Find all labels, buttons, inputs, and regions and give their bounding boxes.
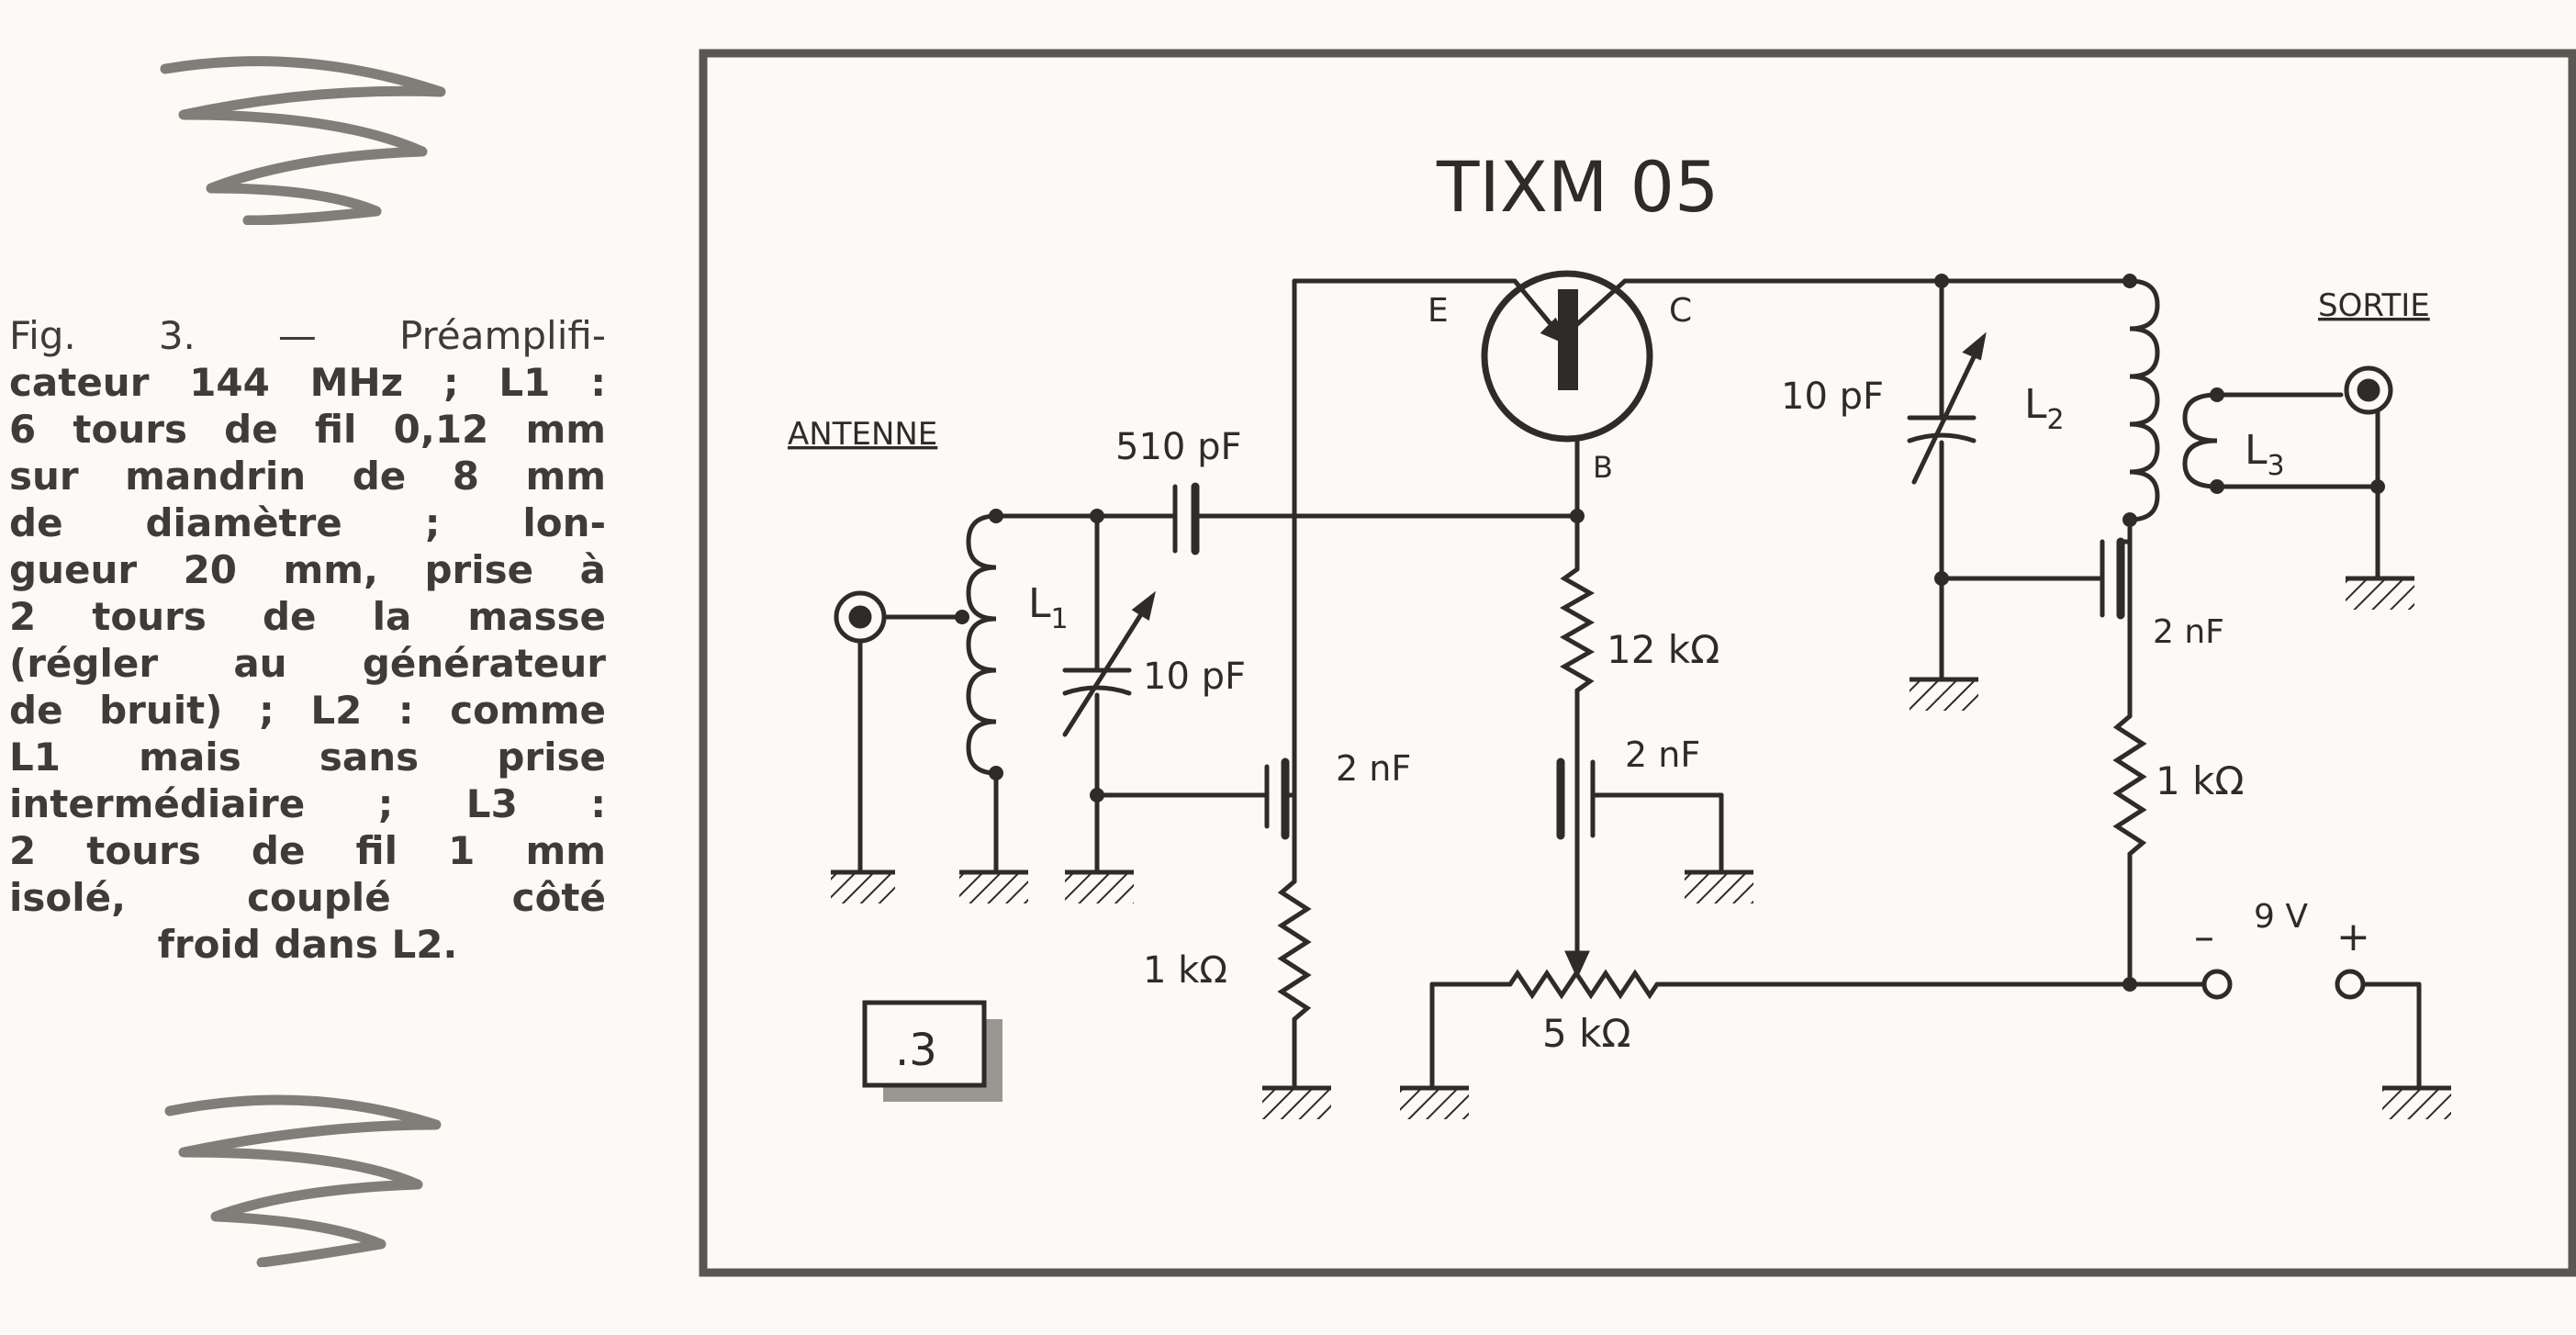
base-label: B [1593,450,1613,485]
top-scribble-ornament [160,56,446,225]
coil-l3 [2182,392,2220,489]
figure-caption: Fig. 3. — Préamplifi- cateur 144 MHz ; L… [9,312,606,968]
plus-label: + [2336,914,2370,960]
resistor-1k-right [2112,713,2147,987]
caption-line-14: froid dans L2. [157,922,458,967]
minus-label: – [2194,914,2214,960]
capacitor-510pf-label: 510 pF [1115,426,1241,468]
figure-number: .3 [895,1025,937,1076]
l2-label: L2 [2024,381,2065,436]
diagram-frame [699,49,2576,1277]
caption-line-6: gueur 20 mm, prise à [9,547,606,592]
caption-line-2: cateur 144 MHz ; L1 : [9,360,606,405]
caption-line-13: isolé, couplé côté [9,875,606,920]
caption-line-11: intermédiaire ; L3 : [9,781,606,826]
caption-line-4: sur mandrin de 8 mm [9,454,606,499]
negative-terminal [2201,969,2233,1000]
caption-line-9: de bruit) ; L2 : comme [9,688,606,733]
caption-line-5: de diamètre ; lon- [9,500,606,545]
caption-line-3: 6 tours de fil 0,12 mm [9,407,606,452]
positive-terminal [2335,969,2366,1000]
transistor-label: TIXM 05 [1436,146,1719,228]
capacitor-2nf-output-label: 2 nF [2153,613,2224,651]
potentiometer-5k-label: 5 kΩ [1542,1011,1631,1056]
output-jack [2344,365,2393,415]
capacitor-2nf-input-label: 2 nF [1336,748,1411,789]
output-label: SORTIE [2318,287,2430,324]
caption-line-12: 2 tours de fil 1 mm [9,828,606,873]
resistor-1k-left [1277,879,1312,1091]
collector-label: C [1669,292,1692,330]
caption-line-1: Fig. 3. — Préamplifi- [9,313,606,358]
resistor-12k [1559,567,1596,701]
coil-l2 [2127,278,2160,522]
antenna-label: ANTENNE [788,416,937,453]
ground-symbols [831,576,2451,1119]
potentiometer-5k [1507,969,1660,1000]
voltage-label: 9 V [2254,898,2308,936]
l3-label: L3 [2245,427,2285,482]
junction-dots [955,274,2385,992]
resistor-1k-right-label: 1 kΩ [2156,758,2245,803]
antenna-jack [834,590,965,875]
resistor-12k-label: 12 kΩ [1607,627,1719,672]
capacitor-2nf-base-label: 2 nF [1625,735,1700,775]
caption-line-10: L1 mais sans prise [9,735,606,780]
coil-l1 [966,513,999,776]
bottom-scribble-ornament [164,1094,442,1267]
transistor-tixm05 [1481,270,2123,519]
capacitor-10pf-output-label: 10 pF [1781,376,1884,418]
caption-line-7: 2 tours de la masse [9,594,606,639]
l1-label: L1 [1028,580,1069,635]
figure-number-box [862,1000,1002,1102]
capacitor-10pf-input-label: 10 pF [1143,656,1246,698]
resistor-1k-left-label: 1 kΩ [1143,949,1227,992]
caption-line-8: (régler au générateur [9,641,606,686]
emitter-label: E [1428,292,1449,330]
